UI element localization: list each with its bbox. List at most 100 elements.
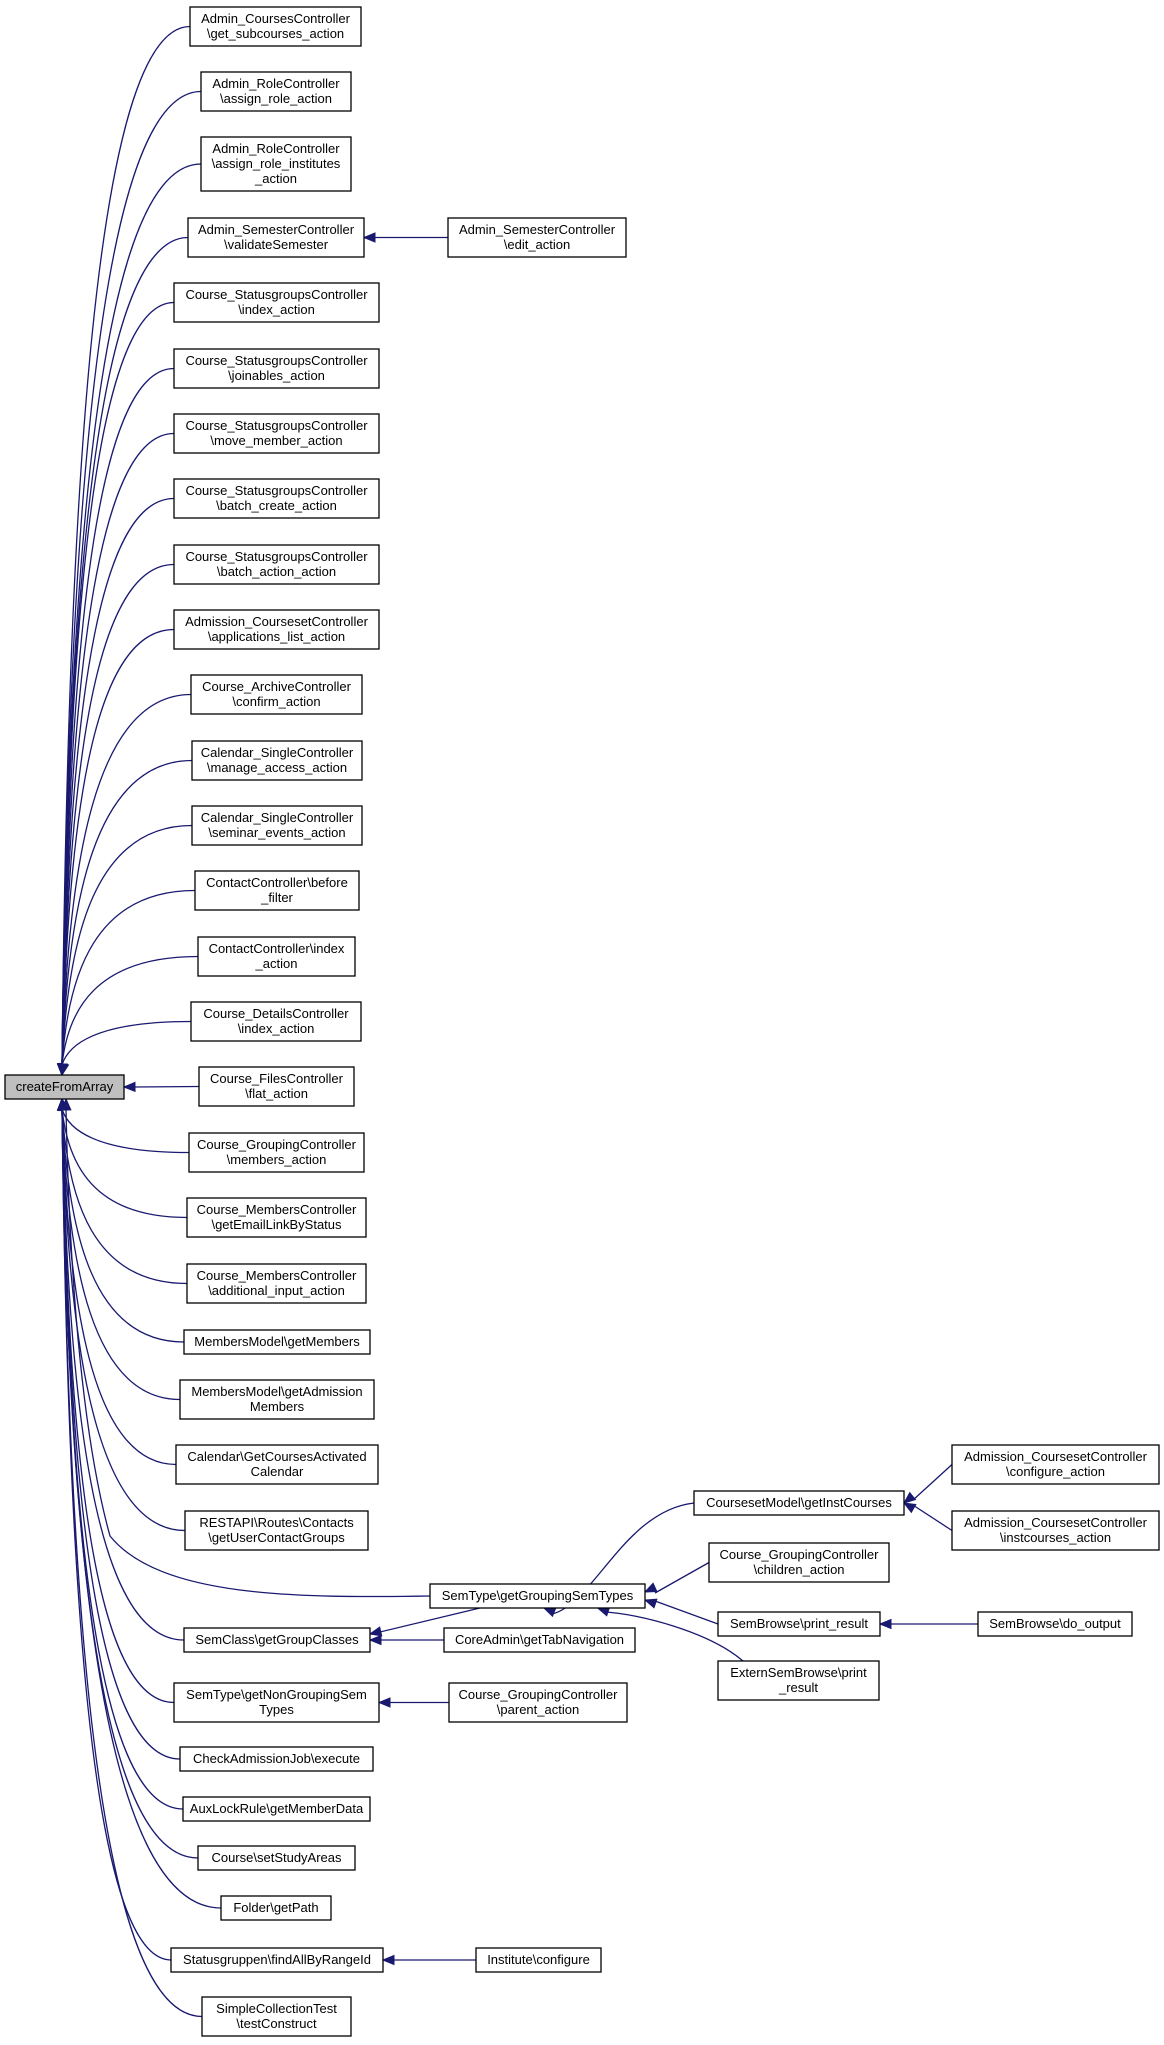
node-label: SemBrowse\print_result bbox=[730, 1616, 868, 1631]
edge-n25a1-to-n25a-arrowhead bbox=[902, 1491, 917, 1504]
graph-node[interactable]: Course_ArchiveController\confirm_action bbox=[190, 674, 363, 715]
graph-node[interactable]: ContactController\index_action bbox=[197, 936, 356, 977]
node-label: Admission_CoursesetController bbox=[185, 614, 368, 629]
node-box bbox=[188, 1132, 365, 1173]
node-box bbox=[191, 740, 363, 781]
node-box bbox=[448, 1682, 628, 1723]
graph-node[interactable]: Course_MembersController\getEmailLinkByS… bbox=[186, 1197, 367, 1238]
graph-node[interactable]: Admin_CoursesController\get_subcourses_a… bbox=[189, 6, 362, 47]
node-label: Course_DetailsController bbox=[203, 1006, 349, 1021]
graph-node[interactable]: Calendar_SingleController\manage_access_… bbox=[191, 740, 363, 781]
node-box bbox=[187, 217, 365, 258]
graph-node[interactable]: SemClass\getGroupClasses bbox=[183, 1627, 371, 1653]
edge-n25a1-to-n25a bbox=[913, 1464, 953, 1500]
graph-node[interactable]: Course_FilesController\flat_action bbox=[198, 1066, 355, 1107]
node-box bbox=[173, 413, 380, 454]
node-label: \assign_role_institutes bbox=[212, 156, 341, 171]
root-node[interactable]: createFromArray bbox=[4, 1074, 125, 1100]
node-label: Course_StatusgroupsController bbox=[185, 549, 368, 564]
node-box bbox=[191, 805, 363, 846]
edge-n21-to-root bbox=[61, 1108, 185, 1343]
node-label: \index_action bbox=[238, 1021, 315, 1036]
node-label: ContactController\before bbox=[206, 875, 348, 890]
graph-node[interactable]: Admin_RoleController\assign_role_action bbox=[200, 71, 352, 112]
edge-n4a-to-n4-arrowhead bbox=[362, 232, 376, 243]
graph-node[interactable]: CheckAdmissionJob\execute bbox=[179, 1746, 374, 1772]
node-label: Course_GroupingController bbox=[459, 1687, 619, 1702]
graph-node[interactable]: Course_GroupingController\members_action bbox=[188, 1132, 365, 1173]
edge-n27-to-root bbox=[61, 1108, 175, 1704]
node-label: \seminar_events_action bbox=[208, 825, 345, 840]
graph-node[interactable]: Course_MembersController\additional_inpu… bbox=[186, 1263, 367, 1304]
node-label: SimpleCollectionTest bbox=[216, 2001, 337, 2016]
node-label: Calendar_SingleController bbox=[201, 810, 354, 825]
graph-node[interactable]: ExternSemBrowse\print_result bbox=[717, 1660, 880, 1701]
graph-node[interactable]: SemType\getGroupingSemTypes bbox=[429, 1583, 646, 1609]
node-box bbox=[447, 217, 627, 258]
edge-n9-to-root bbox=[61, 563, 175, 1066]
graph-node[interactable]: Folder\getPath bbox=[220, 1895, 332, 1921]
node-box bbox=[170, 1947, 384, 1973]
edge-n19-to-root bbox=[61, 1108, 188, 1219]
graph-node[interactable]: Course_StatusgroupsController\batch_crea… bbox=[173, 478, 380, 519]
node-label: \batch_action_action bbox=[217, 564, 336, 579]
graph-node[interactable]: Course_StatusgroupsController\move_membe… bbox=[173, 413, 380, 454]
graph-node[interactable]: AuxLockRule\getMemberData bbox=[182, 1796, 371, 1822]
graph-node[interactable]: Calendar_SingleController\seminar_events… bbox=[191, 805, 363, 846]
graph-node[interactable]: Course\setStudyAreas bbox=[197, 1845, 356, 1871]
node-label: Admission_CoursesetController bbox=[964, 1449, 1147, 1464]
node-label: \getUserContactGroups bbox=[208, 1530, 345, 1545]
graph-node[interactable]: Admin_RoleController\assign_role_institu… bbox=[200, 136, 352, 192]
edge-n25a2-to-n25a bbox=[913, 1505, 953, 1532]
graph-node[interactable]: Admission_CoursesetController\instcourse… bbox=[951, 1510, 1160, 1551]
node-label: SemClass\getGroupClasses bbox=[195, 1632, 359, 1647]
node-label: Course_StatusgroupsController bbox=[185, 353, 368, 368]
node-label: \testConstruct bbox=[236, 2016, 317, 2031]
edge-n33-to-root-arrowhead bbox=[56, 1097, 68, 1111]
graph-node[interactable]: Admission_CoursesetController\configure_… bbox=[951, 1444, 1160, 1485]
edge-n25c-to-n25-arrowhead bbox=[643, 1598, 658, 1609]
graph-node[interactable]: RESTAPI\Routes\Contacts\getUserContactGr… bbox=[184, 1510, 369, 1551]
graph-node[interactable]: Institute\configure bbox=[475, 1947, 602, 1973]
graph-node[interactable]: CoreAdmin\getTabNavigation bbox=[443, 1627, 636, 1653]
graph-node[interactable]: Course_GroupingController\parent_action bbox=[448, 1682, 628, 1723]
node-label: Course_GroupingController bbox=[720, 1547, 880, 1562]
edge-n25b-to-n25 bbox=[654, 1561, 710, 1594]
node-label: _filter bbox=[260, 890, 293, 905]
edge-n1-to-root bbox=[61, 25, 191, 1066]
graph-node[interactable]: Course_StatusgroupsController\joinables_… bbox=[173, 348, 380, 389]
edge-n13-to-root bbox=[61, 824, 193, 1066]
graph-node[interactable]: MembersModel\getMembers bbox=[183, 1329, 371, 1355]
graph-node[interactable]: SemBrowse\print_result bbox=[717, 1611, 881, 1637]
graph-node[interactable]: Course_DetailsController\index_action bbox=[190, 1001, 362, 1042]
graph-node[interactable]: SemBrowse\do_output bbox=[977, 1611, 1133, 1637]
graph-node[interactable]: ContactController\before_filter bbox=[194, 870, 360, 911]
graph-node[interactable]: Statusgruppen\findAllByRangeId bbox=[170, 1947, 384, 1973]
graph-node[interactable]: Admin_SemesterController\edit_action bbox=[447, 217, 627, 258]
node-box bbox=[201, 1996, 352, 2037]
node-box bbox=[717, 1660, 880, 1701]
edge-n27a-to-n27-arrowhead bbox=[377, 1697, 391, 1708]
node-box bbox=[717, 1611, 881, 1637]
node-box bbox=[475, 1947, 602, 1973]
node-label: Course_GroupingController bbox=[197, 1137, 357, 1152]
node-box bbox=[200, 71, 352, 112]
node-label: _action bbox=[255, 956, 298, 971]
graph-node[interactable]: SimpleCollectionTest\testConstruct bbox=[201, 1996, 352, 2037]
graph-node[interactable]: Course_StatusgroupsController\batch_acti… bbox=[173, 544, 380, 585]
node-label: \move_member_action bbox=[210, 433, 342, 448]
node-box bbox=[220, 1895, 332, 1921]
node-label: Admin_RoleController bbox=[212, 141, 340, 156]
graph-node[interactable]: Course_GroupingController\children_actio… bbox=[708, 1542, 890, 1583]
graph-node[interactable]: Admin_SemesterController\validateSemeste… bbox=[187, 217, 365, 258]
node-label: Statusgruppen\findAllByRangeId bbox=[183, 1952, 371, 1967]
edge-n31-to-root bbox=[61, 1108, 222, 1909]
graph-node[interactable]: CoursesetModel\getInstCourses bbox=[693, 1490, 905, 1516]
node-label: Course_StatusgroupsController bbox=[185, 418, 368, 433]
graph-node[interactable]: Course_StatusgroupsController\index_acti… bbox=[173, 282, 380, 323]
graph-node[interactable]: Admission_CoursesetController\applicatio… bbox=[173, 609, 380, 650]
